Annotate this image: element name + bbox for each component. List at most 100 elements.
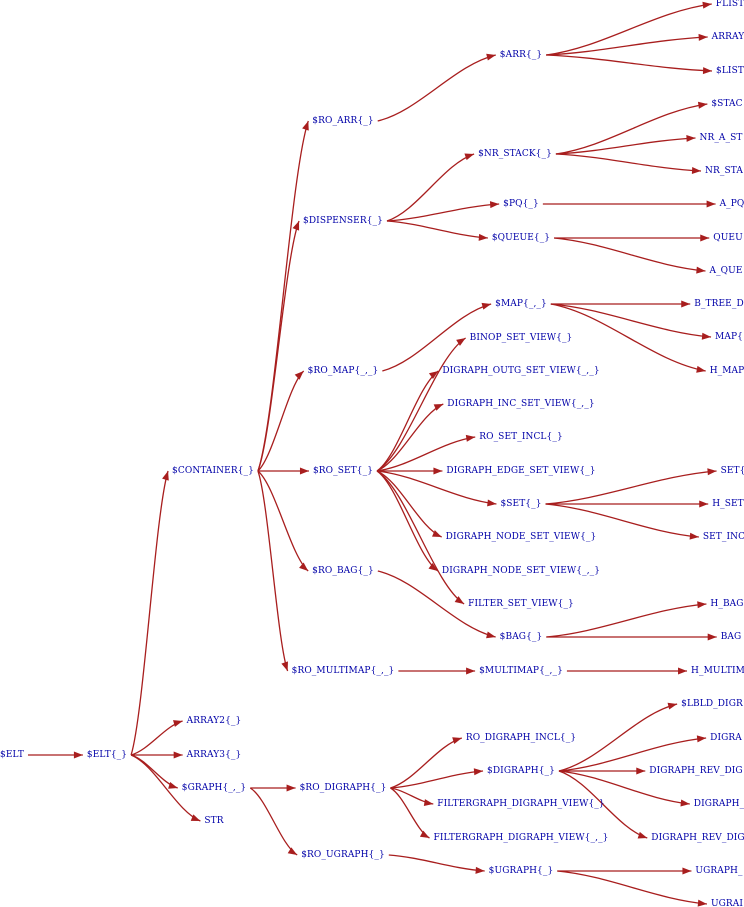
node-elt-root[interactable]: $ELT xyxy=(0,750,24,760)
node-ro-arr[interactable]: $RO_ARR{_} xyxy=(312,116,374,126)
node-container[interactable]: $CONTAINER{_} xyxy=(172,466,254,476)
edge-dispenser-to-pq xyxy=(386,203,500,222)
node-queue[interactable]: $QUEUE{_} xyxy=(491,233,551,243)
node-set-inc[interactable]: SET_INC xyxy=(702,532,744,542)
edge-container-to-dispenser xyxy=(257,220,300,472)
arrowhead-digraph_node_set_view2 xyxy=(428,562,438,571)
node-array3[interactable]: ARRAY3{_} xyxy=(186,750,242,760)
node-arr[interactable]: $ARR{_} xyxy=(499,50,543,60)
edge-digraph-to-digraph_leaf2 xyxy=(558,770,690,805)
arrowhead-ro_set_incl xyxy=(465,434,476,442)
edge-arr-to-flist xyxy=(546,3,712,56)
node-digraph-rev-2[interactable]: DIGRAPH_REV_DIG xyxy=(651,833,744,843)
arrowhead-nr_stack_leaf xyxy=(691,167,702,175)
node-ugraph[interactable]: $UGRAPH{_} xyxy=(488,866,554,876)
node-str[interactable]: STR xyxy=(204,816,224,826)
node-ro-bag[interactable]: $RO_BAG{_} xyxy=(312,566,374,576)
node-nr-a-stack[interactable]: NR_A_ST xyxy=(699,133,743,143)
node-ro-map[interactable]: $RO_MAP{_,_} xyxy=(307,366,379,376)
edge-map-to-h_map xyxy=(550,303,706,372)
edge-ro_set-to-digraph_node_set_view2 xyxy=(376,470,439,572)
node-flist[interactable]: FLIST xyxy=(715,0,744,9)
arrowhead-ro_digraph_incl xyxy=(452,737,462,744)
node-nr-stack[interactable]: $NR_STACK{_} xyxy=(478,149,552,159)
node-b-tree[interactable]: B_TREE_D xyxy=(694,299,744,309)
node-set-leaf[interactable]: SET{ xyxy=(720,466,744,476)
edge-graph-to-ro_ugraph xyxy=(249,787,298,856)
node-ro-ugraph[interactable]: $RO_UGRAPH{_} xyxy=(301,850,385,860)
node-pq[interactable]: $PQ{_} xyxy=(503,199,539,209)
node-ugraph-leaf-1[interactable]: UGRAPH_ xyxy=(695,866,743,876)
node-array[interactable]: ARRAY xyxy=(711,32,744,42)
arrowhead-ro_arr xyxy=(302,121,309,131)
node-digraph-leaf-2[interactable]: DIGRAPH_ xyxy=(693,799,744,809)
node-ro-set[interactable]: $RO_SET{_} xyxy=(312,466,374,476)
arrowhead-dispenser xyxy=(292,221,300,231)
node-ro-multimap[interactable]: $RO_MULTIMAP{_,_} xyxy=(291,666,395,676)
node-h-multimap[interactable]: H_MULTIM xyxy=(691,666,744,676)
node-a-pq[interactable]: A_PQ xyxy=(719,199,744,209)
edge-dispenser-to-nr_stack xyxy=(386,153,475,222)
node-digraph-node-set-view-1[interactable]: DIGRAPH_NODE_SET_VIEW{_} xyxy=(445,532,597,542)
edge-ro_digraph-to-ro_digraph_incl xyxy=(390,737,463,789)
arrowhead-h_set xyxy=(699,500,709,508)
node-h-set[interactable]: H_SET xyxy=(712,499,744,509)
node-filtergraph-1[interactable]: FILTERGRAPH_DIGRAPH_VIEW{_} xyxy=(437,799,605,809)
arrowhead-a_queue xyxy=(696,266,706,274)
node-filter-set-view[interactable]: FILTER_SET_VIEW{_} xyxy=(468,599,574,609)
edge-container-to-ro_arr xyxy=(257,120,309,472)
arrowhead-ugraph xyxy=(475,866,485,874)
node-ro-digraph-incl[interactable]: RO_DIGRAPH_INCL{_} xyxy=(465,733,577,743)
node-bag-leaf[interactable]: BAG xyxy=(720,632,742,642)
node-dispenser[interactable]: $DISPENSER{_} xyxy=(303,216,383,226)
node-queue-leaf[interactable]: QUEU xyxy=(713,233,743,243)
edge-ro_set-to-filter_set_view xyxy=(376,470,465,605)
node-binop-set-view[interactable]: BINOP_SET_VIEW{_} xyxy=(469,333,573,343)
arrowhead-ro_digraph xyxy=(286,784,296,792)
arrowhead-binop_set_view xyxy=(456,338,466,346)
node-filtergraph-2[interactable]: FILTERGRAPH_DIGRAPH_VIEW{_,_} xyxy=(433,833,609,843)
arrowhead-ro_ugraph xyxy=(287,847,298,855)
node-graph[interactable]: $GRAPH{_,_} xyxy=(181,783,247,793)
node-ugraph-leaf-2[interactable]: UGRAI xyxy=(710,899,744,907)
node-lbld-digraph[interactable]: $LBLD_DIGR xyxy=(681,699,743,709)
arrowhead-h_bag xyxy=(697,601,707,609)
node-a-queue[interactable]: A_QUE xyxy=(709,266,743,276)
arrowhead-digraph_rev_2 xyxy=(637,831,648,839)
node-digraph-rev-1[interactable]: DIGRAPH_REV_DIG xyxy=(649,766,743,776)
node-digraph-edge-set-view[interactable]: DIGRAPH_EDGE_SET_VIEW{_} xyxy=(446,466,596,476)
node-array2[interactable]: ARRAY2{_} xyxy=(186,716,242,726)
node-map[interactable]: $MAP{_,_} xyxy=(495,299,547,309)
node-elt[interactable]: $ELT{_} xyxy=(86,750,128,760)
arrowhead-b_tree xyxy=(681,300,691,308)
node-set[interactable]: $SET{_} xyxy=(500,499,542,509)
node-h-bag[interactable]: H_BAG xyxy=(710,599,744,609)
node-digraph-outg-set-view[interactable]: DIGRAPH_OUTG_SET_VIEW{_,_} xyxy=(442,366,600,376)
node-h-map[interactable]: H_MAP xyxy=(709,366,744,376)
arrowhead-array3 xyxy=(173,751,183,759)
edge-ro_set-to-binop_set_view xyxy=(376,337,466,472)
edge-container-to-ro_bag xyxy=(257,470,309,572)
node-map-leaf[interactable]: MAP{ xyxy=(715,332,743,342)
node-ro-digraph[interactable]: $RO_DIGRAPH{_} xyxy=(299,783,387,793)
node-digraph-inc-set-view[interactable]: DIGRAPH_INC_SET_VIEW{_,_} xyxy=(447,399,595,409)
node-digraph[interactable]: $DIGRAPH{_} xyxy=(487,766,555,776)
node-stack[interactable]: $STAC xyxy=(711,99,743,109)
node-digraph-leaf[interactable]: DIGRA xyxy=(710,733,742,743)
arrowhead-graph xyxy=(168,782,178,789)
node-list[interactable]: $LIST xyxy=(716,66,744,76)
arrowhead-digraph_outg_set_view xyxy=(428,371,439,380)
edge-container-to-ro_multimap xyxy=(257,470,289,672)
node-multimap[interactable]: $MULTIMAP{_,_} xyxy=(479,666,563,676)
node-digraph-node-set-view-2[interactable]: DIGRAPH_NODE_SET_VIEW{_,_} xyxy=(441,566,601,576)
node-bag[interactable]: $BAG{_} xyxy=(499,632,543,642)
edge-nr_stack-to-nr_a_stack xyxy=(555,137,696,155)
edge-ro_set-to-ro_set_incl xyxy=(376,436,476,472)
arrowhead-ro_set xyxy=(299,467,309,475)
node-nr-stack-leaf[interactable]: NR_STA xyxy=(705,166,743,176)
node-ro-set-incl[interactable]: RO_SET_INCL{_} xyxy=(479,432,563,442)
arrowhead-h_multimap xyxy=(678,667,688,675)
edge-ro_set-to-digraph_outg_set_view xyxy=(376,370,439,472)
arrowhead-elt xyxy=(73,751,83,759)
